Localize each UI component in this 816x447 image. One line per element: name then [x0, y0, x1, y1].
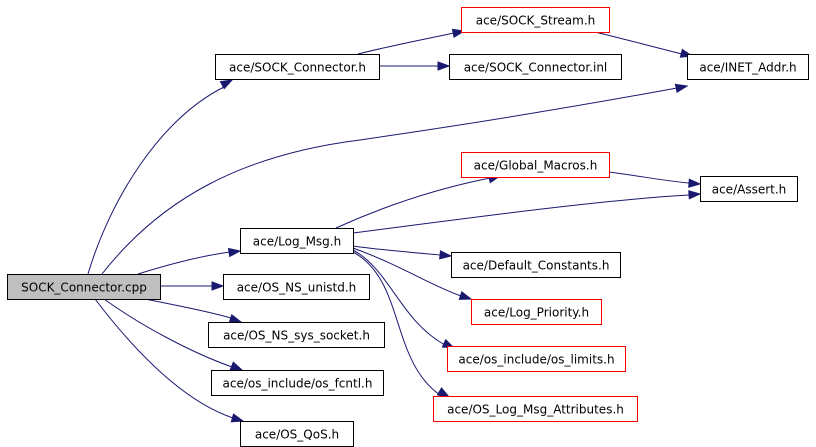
node-box[interactable]: [223, 274, 370, 300]
node-label: ace/SOCK_Stream.h: [476, 14, 596, 28]
edge-line: [101, 87, 678, 275]
node-log-priority-h[interactable]: ace/Log_Priority.h: [471, 299, 602, 325]
node-label: ace/OS_Log_Msg_Attributes.h: [447, 403, 624, 417]
arrowhead-icon: [688, 178, 702, 188]
node-os-ns-unistd-h[interactable]: ace/OS_NS_unistd.h: [223, 274, 370, 300]
node-box[interactable]: [449, 54, 622, 80]
edge-root-to-os-qos-h: [94, 298, 245, 423]
edge-root-to-inet-addr-h: [101, 83, 689, 275]
arrowhead-icon: [458, 290, 473, 300]
edge-root-to-os-ns-sys-socket-h: [144, 298, 243, 323]
node-label: ace/SOCK_Connector.inl: [464, 61, 608, 75]
edge-root-to-os-ns-unistd-h: [160, 281, 225, 291]
edge-sock-connector-h-to-sock-connector-inl: [379, 61, 451, 71]
arrowhead-icon: [230, 413, 245, 423]
edges-layer: [87, 28, 702, 423]
edge-line: [87, 85, 227, 275]
node-box[interactable]: [433, 396, 638, 422]
arrowhead-icon: [227, 247, 242, 258]
edge-log-msg-h-to-log-priority-h: [352, 247, 473, 300]
node-os-qos-h[interactable]: ace/OS_QoS.h: [240, 421, 354, 447]
node-box[interactable]: [240, 421, 354, 447]
arrowhead-icon: [436, 387, 451, 398]
node-os-log-msg-attributes-h[interactable]: ace/OS_Log_Msg_Attributes.h: [433, 396, 638, 422]
edge-root-to-log-msg-h: [137, 247, 242, 275]
arrowhead-icon: [674, 83, 689, 94]
node-label: ace/Assert.h: [712, 183, 787, 197]
node-box[interactable]: [461, 7, 610, 33]
arrowhead-icon: [229, 361, 244, 371]
node-os-fcntl-h[interactable]: ace/os_include/os_fcntl.h: [211, 370, 384, 396]
node-default-constants-h[interactable]: ace/Default_Constants.h: [451, 252, 621, 278]
edge-line: [94, 298, 234, 419]
node-box[interactable]: [211, 370, 384, 396]
nodes-layer: SOCK_Connector.cppace/SOCK_Connector.hac…: [7, 7, 809, 447]
edge-line: [352, 247, 462, 297]
edge-log-msg-h-to-global-macros-h: [335, 174, 502, 229]
edge-global-macros-h-to-assert-h: [608, 171, 702, 188]
node-box[interactable]: [471, 299, 602, 325]
node-assert-h[interactable]: ace/Assert.h: [700, 176, 798, 202]
arrowhead-icon: [688, 190, 702, 200]
edge-log-msg-h-to-default-constants-h: [352, 245, 453, 260]
node-os-ns-sys-socket-h[interactable]: ace/OS_NS_sys_socket.h: [208, 322, 385, 348]
edge-root-to-sock-connector-h: [87, 79, 234, 275]
node-box[interactable]: [240, 228, 354, 254]
node-label: ace/OS_QoS.h: [255, 428, 339, 442]
node-sock-connector-h[interactable]: ace/SOCK_Connector.h: [215, 54, 380, 80]
node-box[interactable]: [461, 152, 610, 178]
edge-line: [352, 194, 690, 234]
node-box[interactable]: [447, 346, 626, 372]
edge-line: [594, 31, 683, 55]
node-sock-stream-h[interactable]: ace/SOCK_Stream.h: [461, 7, 610, 33]
edge-line: [103, 298, 233, 368]
node-label: ace/OS_NS_unistd.h: [237, 281, 357, 295]
edge-line: [352, 249, 446, 346]
node-label: ace/os_include/os_limits.h: [458, 353, 614, 367]
node-os-limits-h[interactable]: ace/os_include/os_limits.h: [447, 346, 626, 372]
node-label: ace/Default_Constants.h: [463, 259, 610, 273]
node-box[interactable]: [208, 322, 385, 348]
edge-sock-connector-h-to-sock-stream-h: [357, 28, 466, 55]
edge-line: [137, 251, 231, 275]
node-label: ace/INET_Addr.h: [699, 61, 796, 75]
node-sock-connector-inl[interactable]: ace/SOCK_Connector.inl: [449, 54, 622, 80]
node-label: ace/os_include/os_fcntl.h: [223, 377, 373, 391]
edge-line: [608, 171, 690, 184]
node-label: ace/SOCK_Connector.h: [229, 61, 366, 75]
node-global-macros-h[interactable]: ace/Global_Macros.h: [461, 152, 610, 178]
node-inet-addr-h[interactable]: ace/INET_Addr.h: [687, 54, 809, 80]
edge-line: [352, 245, 441, 256]
edge-line: [335, 177, 491, 229]
node-label: SOCK_Connector.cpp: [21, 281, 147, 295]
edge-log-msg-h-to-assert-h: [352, 190, 702, 234]
edge-line: [352, 251, 441, 396]
arrowhead-icon: [439, 250, 453, 260]
node-label: ace/Log_Priority.h: [484, 306, 589, 320]
node-box[interactable]: [700, 176, 798, 202]
node-box[interactable]: [7, 274, 161, 300]
edge-line: [144, 298, 232, 319]
node-log-msg-h[interactable]: ace/Log_Msg.h: [240, 228, 354, 254]
arrowhead-icon: [437, 61, 451, 71]
arrowhead-icon: [219, 79, 234, 90]
node-box[interactable]: [687, 54, 809, 80]
node-root[interactable]: SOCK_Connector.cpp: [7, 274, 161, 300]
edge-line: [357, 32, 455, 55]
edge-log-msg-h-to-os-log-msg-attributes-h: [352, 251, 451, 398]
node-label: ace/Log_Msg.h: [253, 235, 341, 249]
node-box[interactable]: [451, 252, 621, 278]
edge-root-to-os-fcntl-h: [103, 298, 244, 371]
node-box[interactable]: [215, 54, 380, 80]
node-label: ace/OS_NS_sys_socket.h: [223, 329, 370, 343]
node-label: ace/Global_Macros.h: [474, 159, 598, 173]
arrowhead-icon: [211, 281, 225, 291]
